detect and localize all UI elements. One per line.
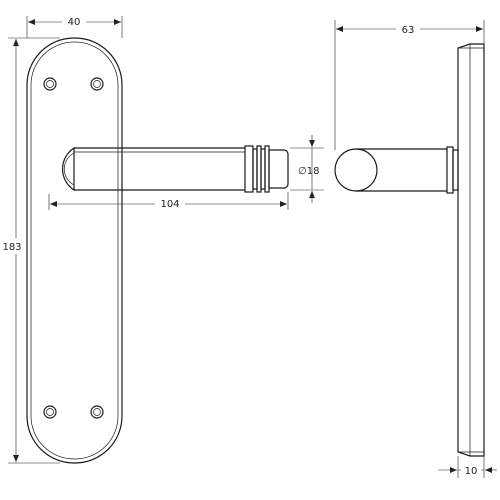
side-view xyxy=(334,43,485,457)
dimension-label-projection: 63 xyxy=(402,25,415,36)
plate-section xyxy=(457,43,485,457)
dimension-label-overall-height: 183 xyxy=(2,242,21,253)
lever-rose xyxy=(61,146,75,192)
dimension-lever-diameter: ∅18 xyxy=(290,135,324,203)
front-view xyxy=(26,37,289,464)
dimension-label-plate-width: 40 xyxy=(68,17,81,28)
lever-end-circle xyxy=(334,148,378,192)
screw-hole xyxy=(90,77,104,91)
dimension-overall-height: 183 xyxy=(2,37,60,464)
dimension-label-lever-length: 104 xyxy=(160,199,179,210)
lever-bar xyxy=(74,147,245,191)
screw-hole xyxy=(90,405,104,419)
dimension-label-plate-thickness: 10 xyxy=(465,466,478,477)
dimension-projection: 63 xyxy=(334,20,485,150)
dimension-lever-length: 104 xyxy=(48,192,289,210)
lever-end-grooves xyxy=(244,145,289,193)
dimension-plate-width: 40 xyxy=(26,14,123,38)
screw-hole xyxy=(43,405,57,419)
backplate-outline xyxy=(26,37,123,464)
dimension-label-lever-diameter: ∅18 xyxy=(298,166,319,177)
lever-shaft-side xyxy=(356,146,459,194)
screw-hole xyxy=(43,77,57,91)
lever-rose-inner xyxy=(63,152,75,186)
dimension-plate-thickness: 10 xyxy=(438,456,497,478)
backplate-inner-outline xyxy=(30,41,119,460)
